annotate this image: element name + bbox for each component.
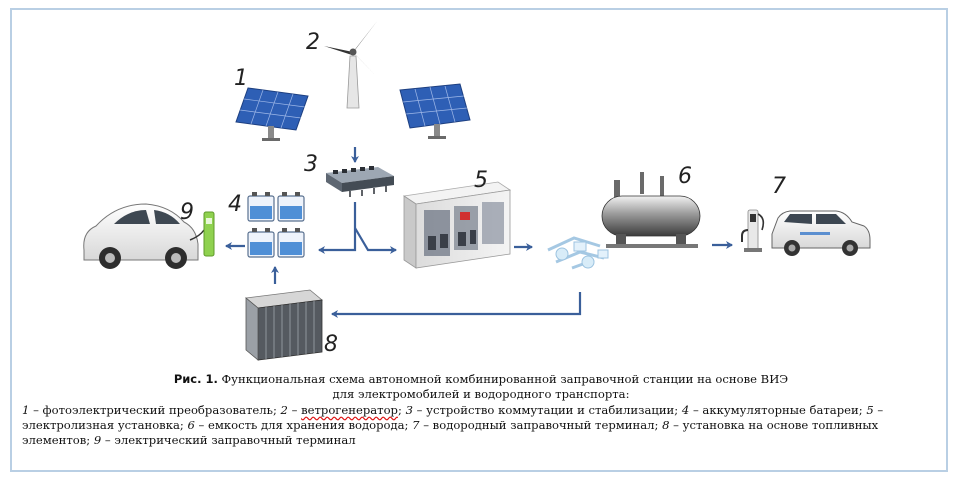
legend-text-4: – аккумуляторные батареи; xyxy=(689,403,867,417)
label-6: 6 xyxy=(678,164,692,189)
arrow-switch-to-batteries xyxy=(318,202,357,254)
legend-num-3: 3 xyxy=(405,403,413,417)
label-3: 3 xyxy=(304,152,318,177)
arrow-switch-to-electrolyzer xyxy=(354,227,397,254)
caption-title: Рис. 1. Функциональная схема автономной … xyxy=(22,372,940,402)
legend-text-2: – xyxy=(287,403,302,417)
label-9: 9 xyxy=(180,200,194,225)
legend-text-2-after: ; xyxy=(397,403,406,417)
legend-num-6: 6 xyxy=(187,418,195,432)
legend-text-2-spellcheck: ветрогенератор xyxy=(301,403,398,417)
legend-text-7: – водородный заправочный терминал; xyxy=(419,418,663,432)
legend-num-2: 2 xyxy=(280,403,288,417)
compressor-piping-icon xyxy=(547,236,609,270)
hydrogen-tank-icon xyxy=(601,172,701,248)
solar-panel-right-icon xyxy=(399,83,471,139)
caption-fig-label: Рис. 1. xyxy=(173,372,218,386)
legend-num-7: 7 xyxy=(412,418,420,432)
electrolyzer-icon xyxy=(402,181,512,269)
caption-title-line1: Функциональная схема автономной комбинир… xyxy=(221,372,789,386)
hydrogen-car-icon xyxy=(771,210,871,256)
legend-num-1: 1 xyxy=(22,403,30,417)
legend-text-8: – установка на основе топливных элементо… xyxy=(22,418,879,447)
arrow-storage-to-fuelcell xyxy=(331,292,582,318)
legend-text-6: – емкость для хранения водорода; xyxy=(194,418,413,432)
caption-title-line2: для электромобилей и водородного транспо… xyxy=(332,387,630,401)
hydrogen-terminal-icon xyxy=(741,209,765,252)
legend-num-8: 8 xyxy=(662,418,670,432)
electric-car-icon xyxy=(83,203,205,269)
battery-bank-icon xyxy=(247,192,305,258)
legend-num-5: 5 xyxy=(866,403,874,417)
label-7: 7 xyxy=(772,174,786,199)
flow-arrows xyxy=(225,147,733,318)
label-2: 2 xyxy=(306,30,320,55)
solar-panel-left-icon xyxy=(235,87,309,141)
electric-terminal-icon xyxy=(203,211,215,257)
label-5: 5 xyxy=(474,168,488,193)
legend-text-1: – фотоэлектрический преобразователь; xyxy=(29,403,281,417)
legend-text-5: – электролизная установка; xyxy=(22,403,884,432)
legend-num-4: 4 xyxy=(681,403,690,417)
legend-text-3: – устройство коммутации и стабилизации; xyxy=(412,403,682,417)
fuel-cell-icon xyxy=(245,289,323,361)
legend-text-9: – электрический заправочный терминал xyxy=(101,433,356,447)
legend-num-9: 9 xyxy=(93,433,102,447)
caption-legend: 1 – фотоэлектрический преобразователь; 2… xyxy=(22,403,940,448)
label-4: 4 xyxy=(228,192,242,217)
switching-unit-icon xyxy=(326,166,394,197)
label-1: 1 xyxy=(234,66,248,91)
figure-caption: Рис. 1. Функциональная схема автономной … xyxy=(22,372,940,448)
label-8: 8 xyxy=(324,332,338,357)
wind-turbine-icon xyxy=(324,20,378,109)
